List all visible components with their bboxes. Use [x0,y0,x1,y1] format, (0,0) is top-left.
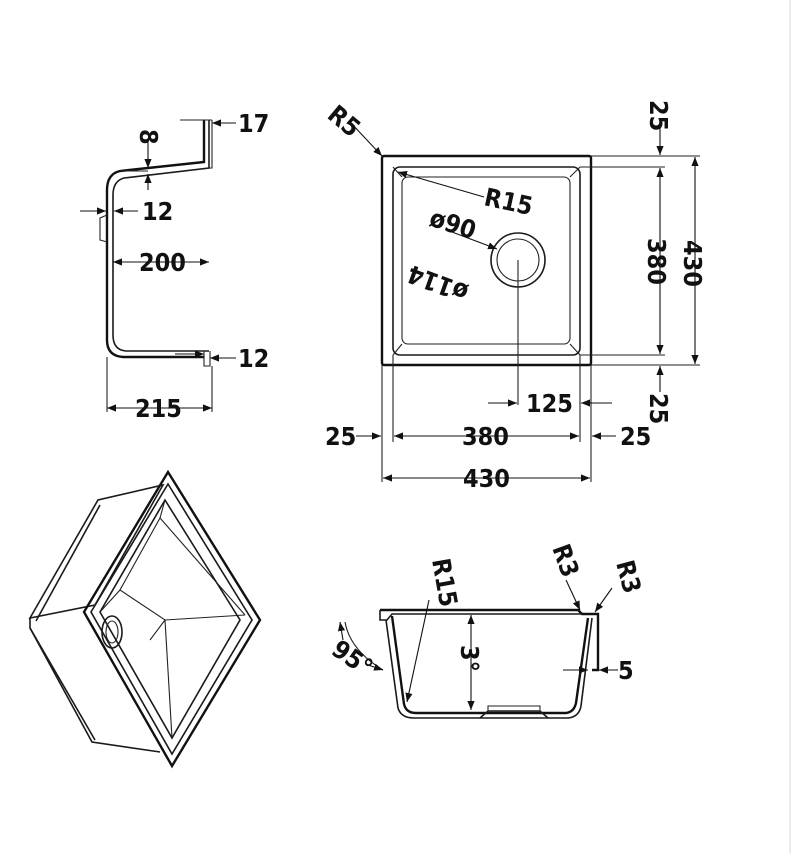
dim-25-top: 25 [644,100,673,131]
dim-8: 8 [134,129,163,145]
label-r15-corner: R15 [482,183,536,221]
dim-125: 125 [526,389,573,418]
label-dia-90: ø90 [426,203,479,245]
dim-430-horizontal: 430 [463,464,510,493]
label-angle-95: 95° [327,634,378,682]
label-dia-114: ø114 [403,259,472,308]
dim-430-vertical: 430 [678,240,707,287]
dim-25-left: 25 [325,422,356,451]
top-view: R5 R15 ø90 ø114 125 25 380 430 25 25 380… [322,99,707,493]
section-view: R15 R3 R3 95° 3° 5 [327,540,647,719]
dim-25-bottom: 25 [644,393,673,424]
dim-380-horizontal: 380 [462,422,509,451]
dim-17: 17 [238,109,269,138]
label-r3-left: R3 [546,540,585,581]
side-view: 17 8 12 200 12 215 [80,109,269,423]
dim-5: 5 [618,656,634,685]
label-r5: R5 [322,99,366,142]
dim-12-bottom: 12 [238,344,269,373]
label-r15-section: R15 [426,556,463,609]
label-slope-3: 3° [455,645,484,672]
isometric-view [28,469,262,769]
dim-200: 200 [139,248,186,277]
dim-380-vertical: 380 [642,238,671,285]
dim-215: 215 [135,394,182,423]
label-r3-right: R3 [610,557,647,596]
dim-12-top: 12 [142,197,173,226]
dim-25-right: 25 [620,422,651,451]
